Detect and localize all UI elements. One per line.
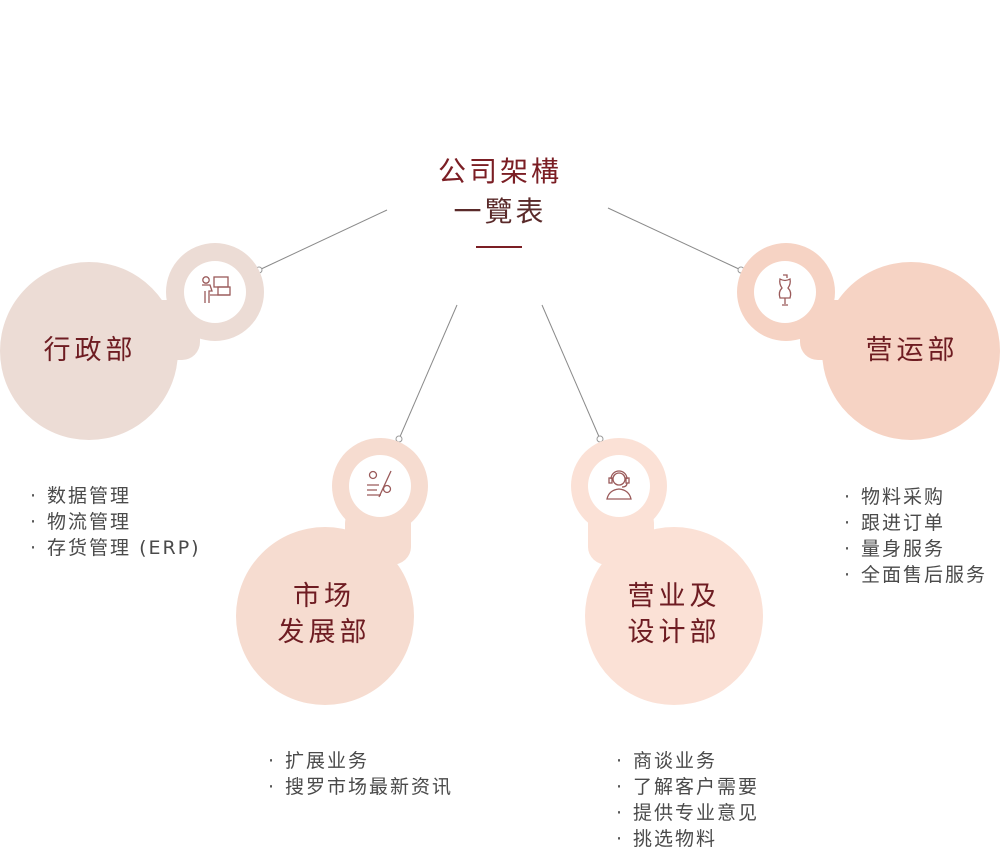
list-item: 搜罗市场最新资讯 [268,774,453,800]
connector-operations [607,207,742,271]
chart-title: 公司架構 [437,155,562,188]
list-item: 扩展业务 [268,748,453,774]
dress-form-icon [766,271,804,313]
title-underline [476,246,522,248]
connector-marketing [398,304,458,440]
dept-admin-name: 行政部 [43,335,137,366]
dept-marketing-list: 扩展业务 搜罗市场最新资讯 [268,748,453,800]
list-item: 了解客户需要 [616,774,759,800]
dept-operations-icon-circle [754,261,816,323]
presentation-icon [196,271,234,313]
dept-sales-name: 营业及 设计部 [627,581,721,648]
sewing-tools-icon [361,465,399,507]
dept-sales-list: 商谈业务 了解客户需要 提供专业意见 挑选物料 [616,748,759,852]
chart-subtitle: 一覽表 [453,195,547,228]
list-item: 跟进订单 [844,510,987,536]
dept-operations-list: 物料采购 跟进订单 量身服务 全面售后服务 [844,484,987,588]
list-item: 物料采购 [844,484,987,510]
connector-sales [541,304,601,440]
dept-operations-name: 营运部 [865,335,959,366]
list-item: 提供专业意见 [616,800,759,826]
list-item: 挑选物料 [616,826,759,852]
dept-marketing-name: 市场 发展部 [277,581,371,648]
list-item: 物流管理 [30,509,201,535]
list-item: 存货管理 (ERP) [30,535,201,561]
list-item: 商谈业务 [616,748,759,774]
dept-sales-icon-circle [588,455,650,517]
connector-admin [258,209,388,271]
dept-admin-icon-circle [184,261,246,323]
list-item: 数据管理 [30,483,201,509]
customer-service-icon [600,465,638,507]
dept-admin-list: 数据管理 物流管理 存货管理 (ERP) [30,483,201,561]
list-item: 全面售后服务 [844,562,987,588]
dept-marketing-icon-circle [349,455,411,517]
list-item: 量身服务 [844,536,987,562]
